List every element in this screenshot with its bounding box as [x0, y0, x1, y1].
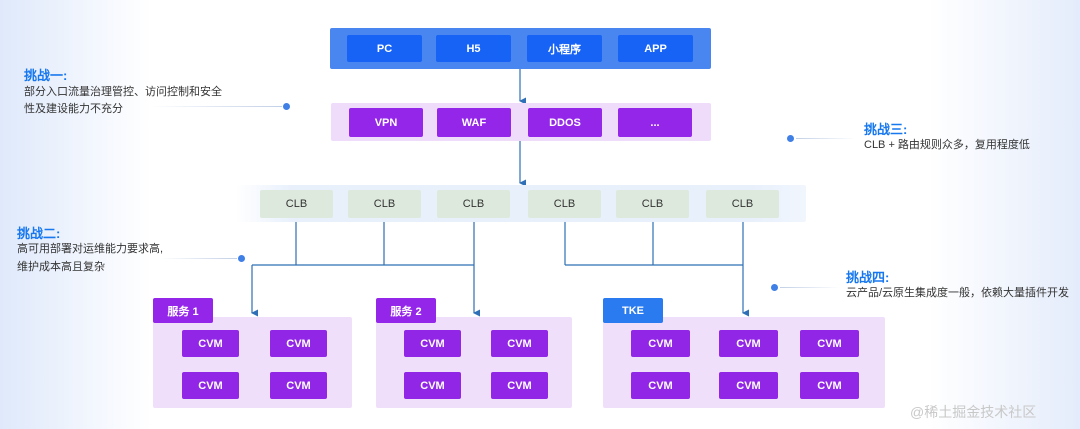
cvm-box: CVM [800, 372, 859, 399]
challenge-2-dot [238, 255, 245, 262]
challenge-4-connector [780, 287, 840, 288]
clb-box: CLB [260, 190, 333, 218]
cvm-box: CVM [270, 372, 327, 399]
security-ddos: DDOS [528, 108, 602, 137]
cvm-box: CVM [404, 330, 461, 357]
clb-box: CLB [437, 190, 510, 218]
challenge-1-dot [283, 103, 290, 110]
challenge-4-line-1: 云产品/云原生集成度一般，依赖大量插件开发 [846, 287, 1070, 299]
challenge-1-connector [150, 106, 282, 107]
security-vpn: VPN [349, 108, 423, 137]
challenge-3-dot [787, 135, 794, 142]
cvm-box: CVM [719, 372, 778, 399]
challenge-4-title: 挑战四: [846, 270, 890, 285]
cvm-box: CVM [800, 330, 859, 357]
cvm-box: CVM [719, 330, 778, 357]
challenge-1-line-1: 部分入口流量治理管控、访问控制和安全 [24, 86, 222, 98]
tke-tag: TKE [603, 298, 663, 323]
challenge-3-title: 挑战三: [864, 122, 908, 137]
clb-box: CLB [706, 190, 779, 218]
cvm-box: CVM [182, 372, 239, 399]
cvm-box: CVM [404, 372, 461, 399]
service-1-tag: 服务 1 [153, 298, 213, 323]
cvm-box: CVM [491, 330, 548, 357]
challenge-1-line-2: 性及建设能力不充分 [24, 103, 123, 115]
clb-box: CLB [348, 190, 421, 218]
challenge-2-title: 挑战二: [17, 226, 61, 241]
client-h5: H5 [436, 35, 511, 62]
security-more: ... [618, 108, 692, 137]
clb-box: CLB [528, 190, 601, 218]
challenge-4-dot [771, 284, 778, 291]
challenge-1-title: 挑战一: [24, 68, 68, 83]
watermark: @稀土掘金技术社区 [910, 404, 1037, 420]
challenge-3-connector [796, 138, 856, 139]
client-app: APP [618, 35, 693, 62]
client-pc: PC [347, 35, 422, 62]
service-2-tag: 服务 2 [376, 298, 436, 323]
cvm-box: CVM [491, 372, 548, 399]
clb-box: CLB [616, 190, 689, 218]
cvm-box: CVM [631, 330, 690, 357]
cvm-box: CVM [631, 372, 690, 399]
cvm-box: CVM [270, 330, 327, 357]
security-waf: WAF [437, 108, 511, 137]
challenge-2-line-2: 维护成本高且复杂 [17, 261, 105, 273]
challenge-2-line-1: 高可用部署对运维能力要求高, [17, 243, 164, 255]
cvm-box: CVM [182, 330, 239, 357]
challenge-3-line-1: CLB + 路由规则众多，复用程度低 [864, 139, 1030, 151]
challenge-2-connector [160, 258, 237, 259]
client-mini-program: 小程序 [527, 35, 602, 62]
